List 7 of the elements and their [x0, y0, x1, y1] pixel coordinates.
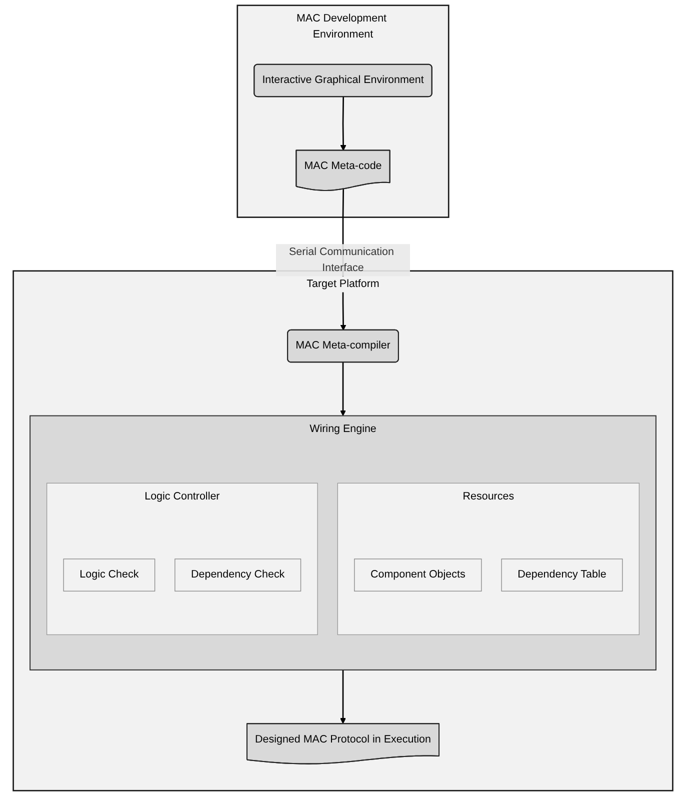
node-box: Dependency Table [501, 558, 623, 592]
arrow [340, 362, 346, 416]
node-box: Dependency Check [174, 558, 302, 592]
arrow [340, 96, 346, 151]
node-box: Component Objects [354, 558, 482, 592]
node-box: Logic Check [63, 558, 156, 592]
arrow [340, 670, 346, 724]
